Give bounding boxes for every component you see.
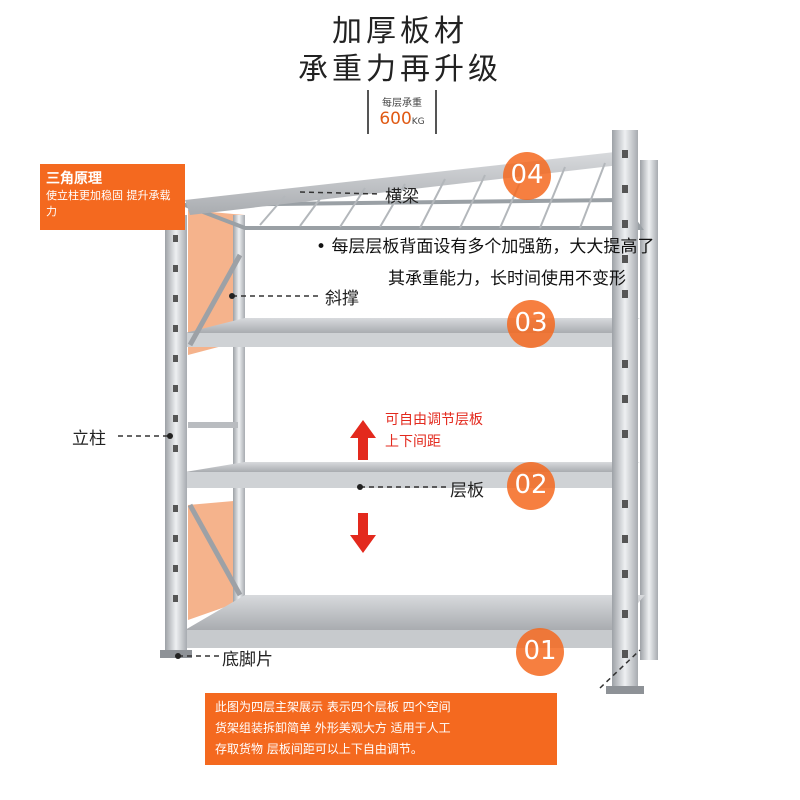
level-number-04: 04: [503, 152, 551, 200]
down-arrow-icon: [350, 513, 376, 553]
shelf-level-1-front: [185, 630, 615, 648]
shelf-level-3: [185, 318, 640, 333]
up-arrow-icon: [350, 420, 376, 460]
leader-beam: [299, 191, 381, 195]
reinforce-note-text-1: 每层层板背面设有多个加强筋，大大提高了: [331, 237, 655, 257]
bottom-note-line-2: 货架组装拆卸简单 外形美观大方 适用于人工: [215, 721, 451, 735]
label-post: 立柱: [72, 429, 106, 449]
leader-dot-shelf: [357, 484, 363, 490]
brace-top: [187, 253, 243, 347]
brace-bottom: [187, 503, 243, 597]
leader-dot-post: [167, 433, 173, 439]
triangle-callout: 三角原理 使立柱更加稳固 提升承载力: [40, 164, 185, 230]
front-post-left: [165, 215, 187, 655]
level-number-01: 01: [516, 628, 564, 676]
label-beam: 横梁: [385, 187, 419, 207]
capacity-value: 600: [379, 109, 412, 129]
reinforce-note-line-2: 其承重能力，长时间使用不变形: [388, 269, 626, 289]
label-brace: 斜撑: [325, 289, 359, 309]
bottom-description-box: 此图为四层主架展示 表示四个层板 四个空间 货架组装拆卸简单 外形美观大方 适用…: [205, 693, 557, 765]
shelf-level-2: [185, 462, 640, 472]
leader-dot-foot: [175, 653, 181, 659]
reinforce-note-line-1: • 每层层板背面设有多个加强筋，大大提高了: [316, 232, 654, 262]
post-holes: [173, 150, 628, 658]
capacity-badge: 每层承重 600KG: [367, 90, 437, 134]
bottom-note-line-3: 存取货物 层板间距可以上下自由调节。: [215, 742, 423, 756]
leader-dot-brace: [229, 293, 235, 299]
bottom-note-line-1: 此图为四层主架展示 表示四个层板 四个空间: [215, 700, 451, 714]
label-foot: 底脚片: [222, 650, 273, 670]
level-number-02: 02: [507, 462, 555, 510]
bullet-icon: •: [316, 237, 332, 257]
adjust-note-line-2: 上下间距: [385, 434, 441, 450]
adjust-note-line-1: 可自由调节层板: [385, 412, 483, 428]
middle-support: [188, 422, 238, 428]
shelf-level-3-front: [185, 333, 615, 347]
leader-bottom-note: [599, 649, 641, 689]
triangle-callout-body: 使立柱更加稳固 提升承载力: [46, 189, 171, 218]
triangle-callout-heading: 三角原理: [46, 171, 102, 187]
title-line-1: 加厚板材: [332, 14, 468, 49]
front-post-right: [612, 130, 638, 690]
shelf-level-1: [185, 595, 645, 630]
back-post-right: [640, 160, 658, 660]
capacity-unit: KG: [411, 117, 425, 127]
title-line-2: 承重力再升级: [298, 52, 502, 87]
back-post-left: [233, 215, 245, 605]
foot-plate-right: [606, 686, 644, 694]
capacity-label: 每层承重: [382, 98, 422, 109]
capacity-value-line: 600KG: [369, 109, 435, 132]
top-shelf-frame: [184, 197, 644, 230]
level-number-03: 03: [507, 300, 555, 348]
label-shelf: 层板: [450, 481, 484, 501]
